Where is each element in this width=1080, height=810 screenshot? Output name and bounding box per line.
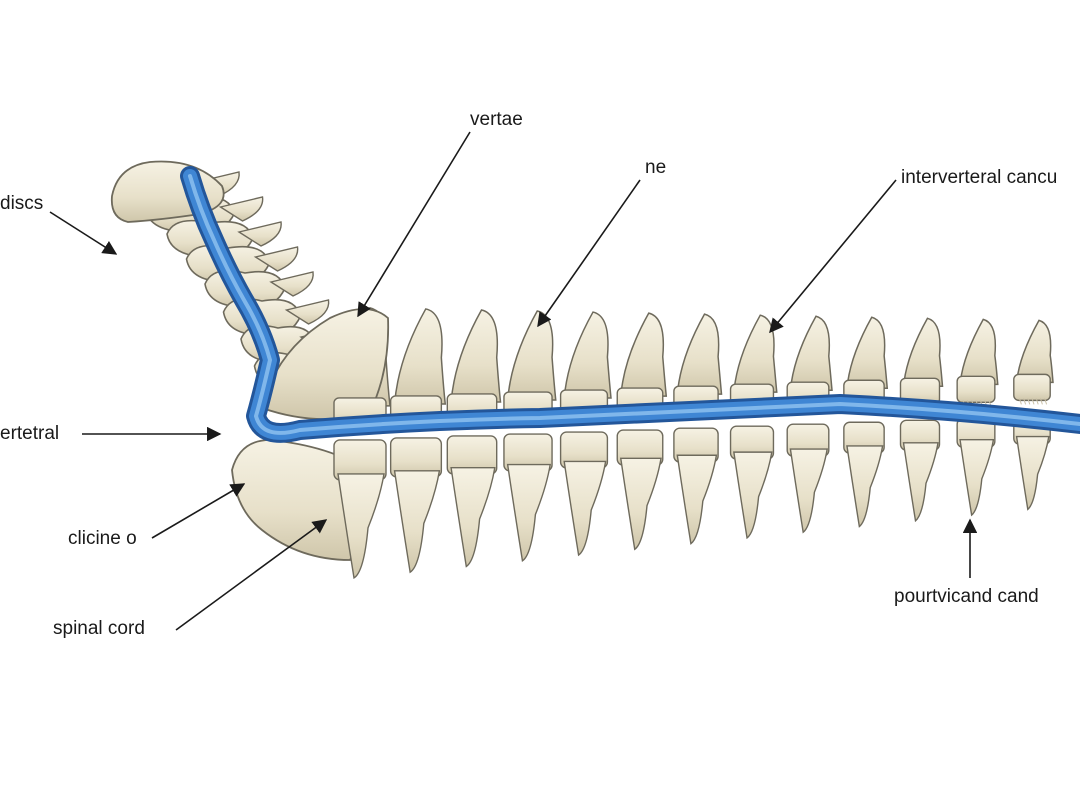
label-vertae: vertae	[470, 109, 523, 130]
disc-hatch	[1027, 398, 1031, 405]
disc-hatch	[1039, 398, 1043, 405]
spinous-process-lower	[619, 457, 662, 551]
leader-clicine	[151, 483, 246, 539]
leader-vertae	[357, 131, 471, 318]
disc-hatch	[1018, 398, 1022, 405]
spinous-process-upper	[902, 317, 944, 388]
vertebrae-lower-processes	[337, 435, 1050, 580]
spinous-process-upper	[959, 318, 999, 386]
spinous-process-upper	[1015, 319, 1054, 384]
spinous-process-lower	[676, 454, 718, 545]
cervical-process	[269, 271, 314, 297]
spinous-process-lower	[506, 463, 552, 562]
spinous-process-upper	[506, 310, 557, 401]
disc-hatch	[1035, 398, 1039, 405]
spinous-process-lower	[959, 438, 995, 517]
spinous-process-upper	[563, 311, 612, 399]
disc-hatch	[1031, 398, 1035, 405]
cervical-process	[284, 299, 330, 325]
cervical-process	[237, 221, 282, 247]
spinous-process-lower	[733, 451, 773, 540]
vertebral-body-upper	[956, 375, 996, 404]
disc-hatch	[1023, 398, 1027, 405]
cervical-process	[218, 196, 264, 222]
label-ne: ne	[645, 157, 667, 178]
vertebral-body-upper	[1013, 373, 1051, 402]
label-pourtvicand: pourtvicand cand	[894, 586, 1039, 607]
spinous-process-upper	[619, 312, 668, 397]
spinous-process-upper	[789, 315, 833, 391]
spinous-process-lower	[450, 466, 496, 568]
leader-ne	[537, 179, 641, 328]
spinous-process-upper	[450, 309, 502, 403]
spinous-process-lower	[1015, 435, 1050, 511]
label-vertetral: ertetral	[0, 423, 60, 444]
spinous-process-upper	[733, 314, 778, 393]
leader-lines	[49, 131, 978, 631]
leader-spinal-cord	[175, 519, 328, 631]
label-spinal-cord: spinal cord	[53, 618, 145, 639]
spinous-process-upper	[393, 308, 447, 405]
disc-hatch	[1044, 398, 1048, 405]
label-clicine: clicine o	[68, 528, 137, 549]
spinous-process-lower	[563, 460, 607, 557]
leader-discs	[49, 211, 118, 255]
spinal-cord	[180, 166, 1080, 443]
spinous-process-lower	[902, 442, 939, 523]
spinal-cord-highlight	[188, 174, 1080, 435]
label-interverteral: interverteral cancu	[901, 167, 1058, 188]
spinous-process-lower	[393, 470, 441, 574]
spinous-process-lower	[846, 445, 884, 528]
label-discs: discs	[0, 193, 44, 214]
spinous-process-upper	[676, 313, 723, 395]
leader-interverteral	[769, 179, 897, 334]
spinous-process-lower	[789, 448, 829, 534]
spinous-process-lower	[337, 473, 385, 580]
spinous-process-upper	[846, 316, 889, 390]
cervical-process	[253, 246, 299, 272]
